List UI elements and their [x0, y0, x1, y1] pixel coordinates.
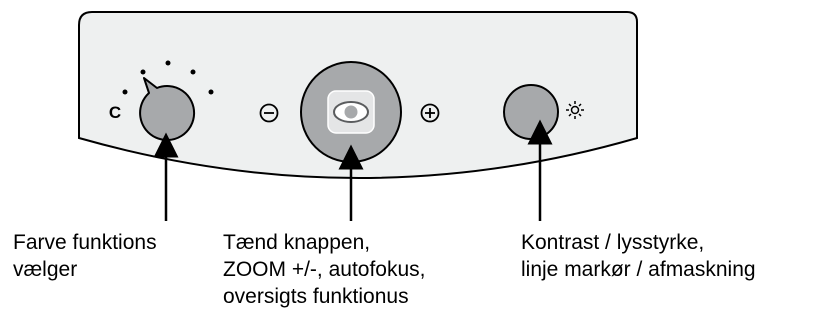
callout-line: ZOOM +/-, autofokus,	[223, 258, 426, 281]
plus-circle-icon	[420, 103, 440, 123]
zoom-plus-button[interactable]	[420, 103, 440, 123]
callout-contrast: Kontrast / lysstyrke, linje markør / afm…	[521, 229, 756, 283]
dial-dot	[208, 89, 214, 95]
callout-power-zoom: Tænd knappen, ZOOM +/-, autofokus, overs…	[223, 229, 425, 310]
sun-icon	[566, 101, 584, 119]
contrast-knob[interactable]	[503, 84, 559, 140]
dial-dot	[122, 89, 128, 95]
callout-line: Kontrast / lysstyrke,	[521, 231, 705, 254]
power-zoom-button[interactable]	[300, 61, 402, 163]
callout-color-selector: Farve funktions vælger	[13, 229, 157, 283]
callout-line: Farve funktions	[13, 231, 157, 254]
eye-icon	[333, 101, 369, 123]
dial-dot	[190, 69, 196, 75]
callout-line: linje markør / afmaskning	[521, 258, 756, 281]
color-selector-dial[interactable]: C	[109, 60, 214, 142]
zoom-minus-button[interactable]	[259, 103, 279, 123]
dial-dot	[140, 69, 146, 75]
color-selector-letter: C	[109, 103, 121, 122]
callout-line: Tænd knappen,	[223, 231, 371, 254]
callout-line: vælger	[13, 258, 78, 281]
minus-circle-icon	[259, 103, 279, 123]
dial-dot	[165, 60, 171, 66]
callout-line: oversigts funktionus	[223, 285, 409, 308]
